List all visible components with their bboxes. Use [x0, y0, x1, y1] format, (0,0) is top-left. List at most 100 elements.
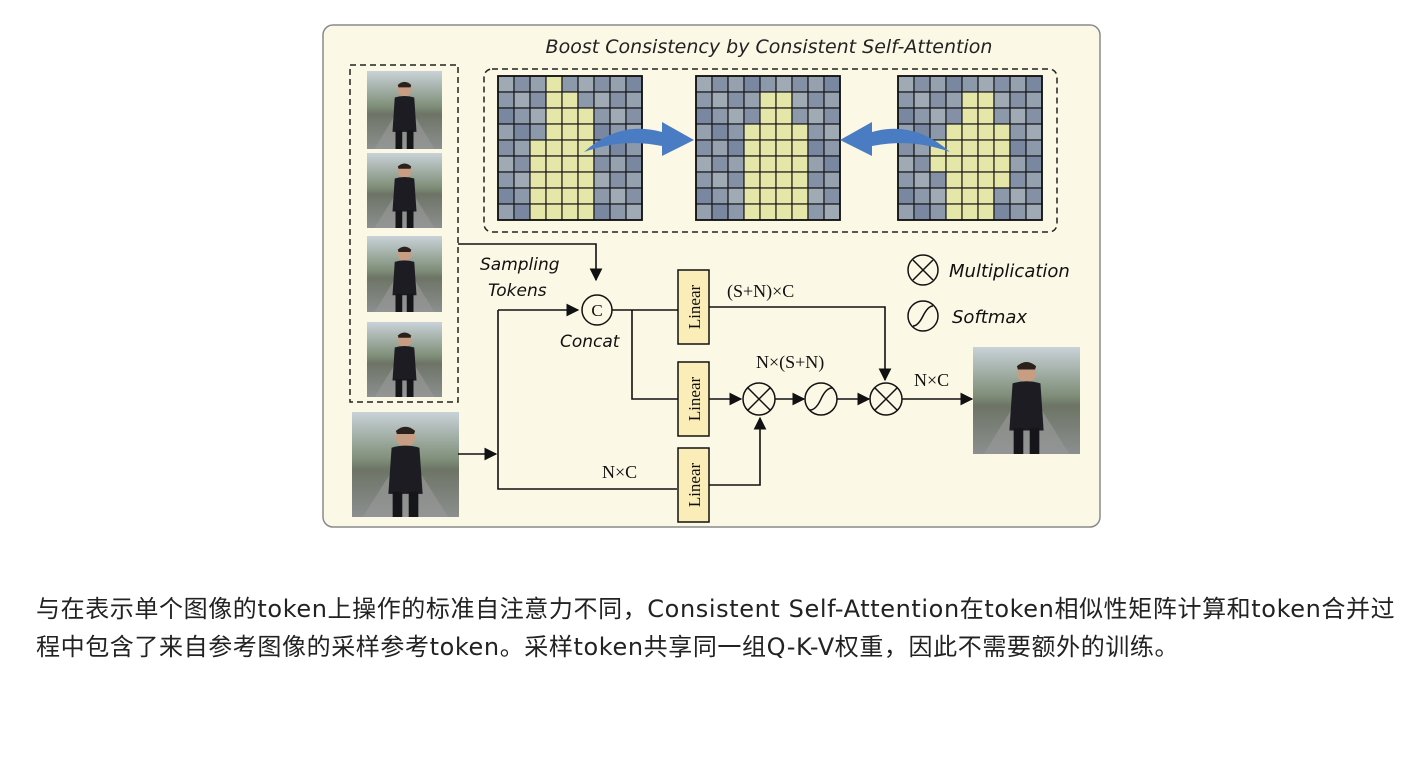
token-patch: [929, 91, 947, 109]
token-patch: [695, 155, 713, 173]
reference-image-1: [367, 71, 442, 149]
output-image: [973, 347, 1080, 454]
token-patch: [609, 171, 627, 189]
token-patch: [1009, 75, 1027, 93]
token-patch: [513, 171, 531, 189]
token-patch: [609, 107, 627, 125]
token-patch: [513, 139, 531, 157]
token-patch: [807, 171, 825, 189]
highlighted-token-patch: [545, 155, 563, 173]
token-patch: [727, 171, 745, 189]
highlighted-token-patch: [759, 139, 777, 157]
token-patch: [497, 91, 515, 109]
linear-value: Linear: [677, 447, 710, 523]
highlighted-token-patch: [929, 155, 947, 173]
token-patch: [929, 171, 947, 189]
token-patch: [695, 139, 713, 157]
highlighted-token-patch: [577, 155, 595, 173]
highlighted-token-patch: [545, 203, 563, 221]
token-patch: [807, 139, 825, 157]
token-patch: [807, 107, 825, 125]
reference-image-2: [367, 153, 442, 228]
legend-multiplication-label: Multiplication: [949, 261, 1070, 282]
token-patch: [993, 91, 1011, 109]
token-patch: [593, 91, 611, 109]
token-patch: [609, 187, 627, 205]
token-patch: [897, 155, 915, 173]
token-patch: [897, 75, 915, 93]
highlighted-token-patch: [775, 171, 793, 189]
token-patch: [929, 187, 947, 205]
highlighted-token-patch: [529, 187, 547, 205]
token-patch: [695, 107, 713, 125]
token-patch: [1025, 203, 1043, 221]
highlighted-token-patch: [977, 107, 995, 125]
token-patch: [823, 171, 841, 189]
highlighted-token-patch: [743, 171, 761, 189]
highlighted-token-patch: [561, 171, 579, 189]
token-patch: [977, 75, 995, 93]
highlighted-token-patch: [961, 91, 979, 109]
token-patch: [625, 75, 643, 93]
token-patch: [743, 91, 761, 109]
highlighted-token-patch: [529, 203, 547, 221]
highlighted-token-patch: [561, 155, 579, 173]
token-patch: [497, 139, 515, 157]
token-patch: [513, 155, 531, 173]
dim-n-c-output: N×C: [914, 370, 949, 390]
token-patch: [695, 75, 713, 93]
token-grid-target: [695, 75, 841, 221]
sampling-tokens-label-line2: Tokens: [488, 281, 547, 301]
token-patch: [823, 155, 841, 173]
token-patch: [993, 187, 1011, 205]
linear-key: Linear: [677, 269, 710, 345]
highlighted-token-patch: [529, 155, 547, 173]
token-patch: [1025, 75, 1043, 93]
highlighted-token-patch: [961, 139, 979, 157]
token-patch: [913, 107, 931, 125]
token-patch: [711, 155, 729, 173]
token-patch: [727, 155, 745, 173]
token-patch: [743, 75, 761, 93]
sampling-tokens-label-line1: Sampling: [480, 255, 560, 275]
token-patch: [695, 171, 713, 189]
token-patch: [1009, 187, 1027, 205]
token-patch: [513, 91, 531, 109]
highlighted-token-patch: [775, 203, 793, 221]
highlighted-token-patch: [743, 187, 761, 205]
token-patch: [823, 203, 841, 221]
highlighted-token-patch: [759, 91, 777, 109]
highlighted-token-patch: [775, 187, 793, 205]
highlighted-token-patch: [775, 155, 793, 173]
dim-n-s-n: N×(S+N): [756, 352, 824, 373]
highlighted-token-patch: [545, 75, 563, 93]
input-image: [352, 412, 459, 517]
highlighted-token-patch: [561, 123, 579, 141]
token-patch: [775, 75, 793, 93]
highlighted-token-patch: [545, 91, 563, 109]
token-patch: [609, 203, 627, 221]
token-patch: [513, 123, 531, 141]
legend-softmax-label: Softmax: [952, 307, 1027, 328]
token-patch: [823, 139, 841, 157]
token-patch: [727, 107, 745, 125]
token-patch: [497, 187, 515, 205]
highlighted-token-patch: [961, 187, 979, 205]
highlighted-token-patch: [775, 139, 793, 157]
token-patch: [929, 75, 947, 93]
diagram-title: Boost Consistency by Consistent Self-Att…: [546, 36, 993, 58]
token-patch: [993, 107, 1011, 125]
token-patch: [561, 75, 579, 93]
token-patch: [1009, 139, 1027, 157]
token-patch: [897, 171, 915, 189]
token-grid-frame: [897, 75, 1043, 221]
token-patch: [1025, 155, 1043, 173]
token-patch: [497, 123, 515, 141]
multiplication-icon: [907, 254, 939, 286]
token-patch: [711, 91, 729, 109]
token-patch: [913, 155, 931, 173]
token-grid-frame: [497, 75, 643, 221]
highlighted-token-patch: [759, 187, 777, 205]
token-patch: [625, 107, 643, 125]
highlighted-token-patch: [529, 171, 547, 189]
